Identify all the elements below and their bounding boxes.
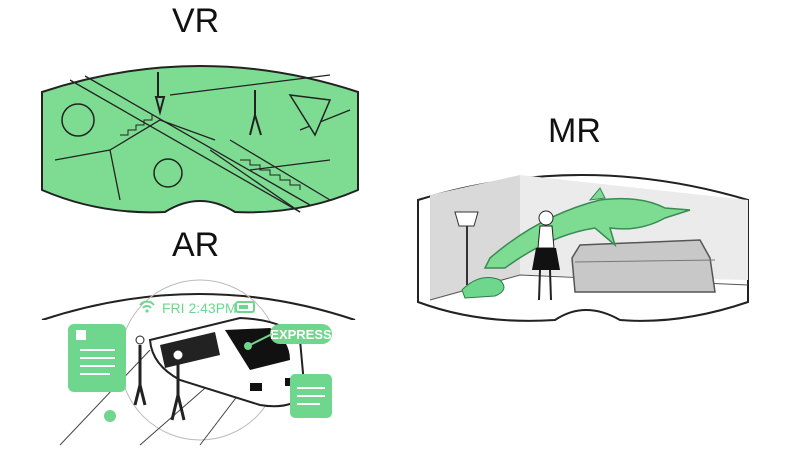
dolphin xyxy=(483,197,691,269)
ar-goggle-view: EXPRESS FRI 2:43PM xyxy=(41,279,356,446)
cone xyxy=(288,94,332,137)
express-tag-text: EXPRESS xyxy=(270,327,332,342)
couch xyxy=(571,239,716,293)
figure xyxy=(249,90,262,136)
battery-icon xyxy=(235,301,255,313)
hud-time: FRI 2:43PM xyxy=(162,300,237,316)
mr-goggle-view xyxy=(417,174,749,322)
thumbs-up-icon xyxy=(76,330,86,340)
sphere xyxy=(61,103,95,137)
plant xyxy=(461,277,505,299)
compass-icon xyxy=(104,410,116,422)
ar-label: AR xyxy=(172,226,220,264)
mr-label: MR xyxy=(548,112,601,150)
stairs xyxy=(120,115,301,190)
vr-label: VR xyxy=(172,2,220,40)
express-tag xyxy=(270,324,332,344)
woman xyxy=(538,210,554,226)
wifi-icon xyxy=(139,300,155,309)
people xyxy=(133,345,186,421)
sphere xyxy=(153,158,183,188)
floor-lamp xyxy=(454,211,479,227)
vr-goggle-view xyxy=(41,65,359,214)
figure xyxy=(154,72,166,116)
